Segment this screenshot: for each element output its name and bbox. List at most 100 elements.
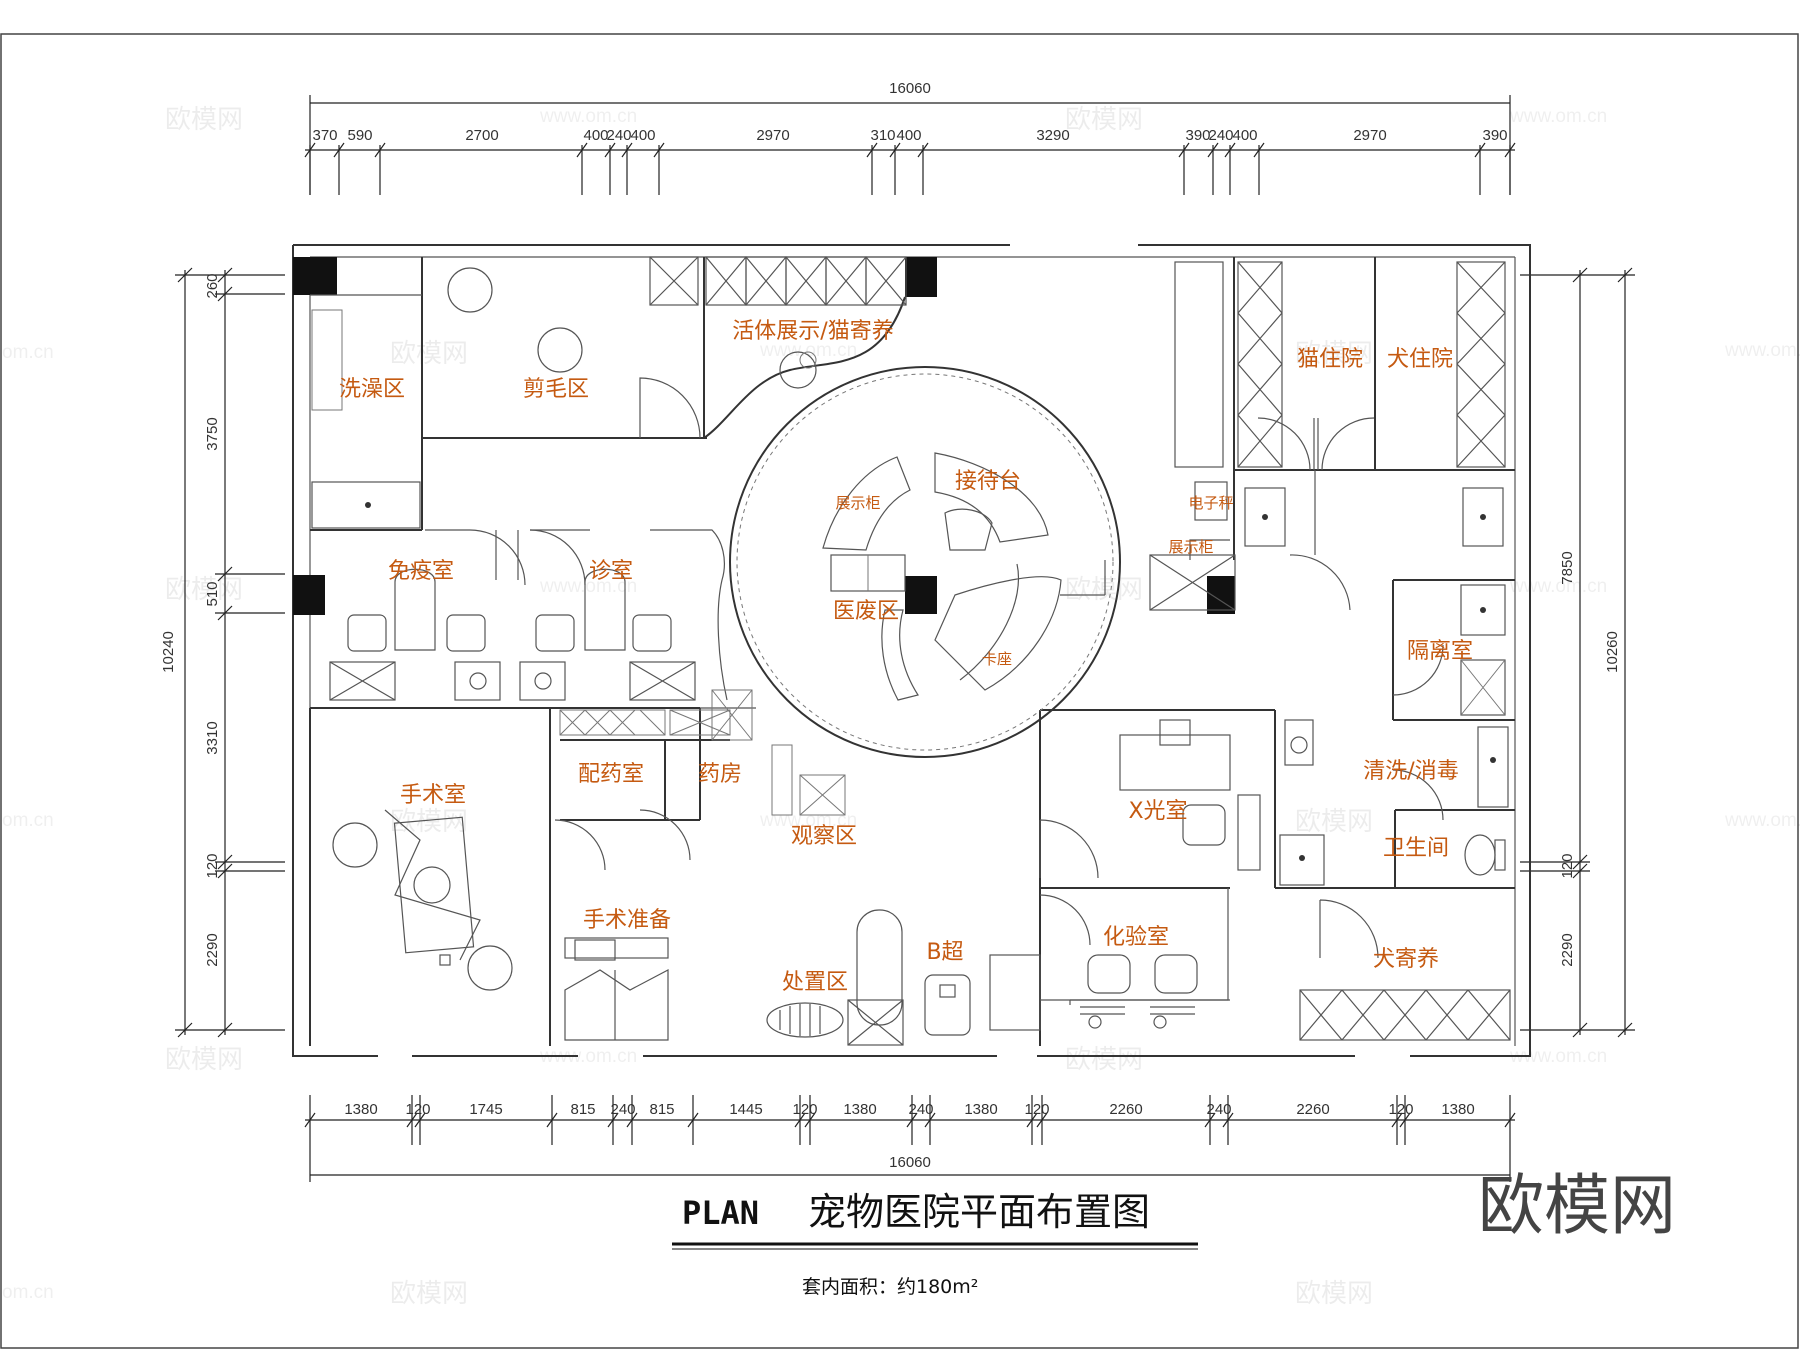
dim-label: 390 xyxy=(1185,127,1210,144)
watermark-url: om.cn xyxy=(2,1282,54,1303)
dim-label: 7850 xyxy=(1559,551,1576,584)
dim-label: 390 xyxy=(1482,127,1507,144)
room-labels: 洗澡区 剪毛区 活体展示/猫寄养 猫住院 犬住院 接待台 展示柜 电子秤 展示柜… xyxy=(339,319,1473,995)
watermark-url: om.cn xyxy=(2,810,54,831)
watermark-url: www.om.cn xyxy=(539,1046,637,1067)
room-label-groom: 剪毛区 xyxy=(523,377,589,402)
dim-label: 2700 xyxy=(465,127,498,144)
watermark-text: 欧模网 xyxy=(165,575,243,605)
dim-label: 2290 xyxy=(1559,933,1576,966)
door-swings xyxy=(469,377,1444,959)
central-rotunda xyxy=(729,366,1121,758)
dim-label: 590 xyxy=(347,127,372,144)
dim-label: 815 xyxy=(570,1101,595,1118)
room-label-display-cabinet-2: 展示柜 xyxy=(1168,538,1213,556)
watermark-text: 欧模网 xyxy=(165,105,243,135)
dim-right-total: 10260 xyxy=(1604,631,1621,673)
dim-label: 1380 xyxy=(843,1101,876,1118)
dim-top-total: 16060 xyxy=(889,80,931,97)
room-label-surgery-prep: 手术准备 xyxy=(583,908,671,933)
dim-label: 400 xyxy=(1232,127,1257,144)
dim-bottom-total: 16060 xyxy=(889,1154,931,1171)
room-label-dog-boarding: 犬寄养 xyxy=(1373,947,1439,972)
dim-label: 240 xyxy=(1206,1101,1231,1118)
room-label-display-cabinet: 展示柜 xyxy=(835,494,880,512)
dim-label: 3750 xyxy=(204,417,221,450)
dim-label: 120 xyxy=(1388,1101,1413,1118)
room-label-xray: X光室 xyxy=(1128,799,1187,824)
room-label-wash: 洗澡区 xyxy=(339,377,405,402)
room-label-dispensing: 配药室 xyxy=(578,762,644,787)
dim-label: 120 xyxy=(204,853,221,878)
watermark-text: 欧模网 xyxy=(1065,105,1143,135)
room-label-lab: 化验室 xyxy=(1103,925,1169,950)
watermark-text: 欧模网 xyxy=(1295,807,1373,837)
watermark-text: 欧模网 xyxy=(390,1279,468,1309)
watermark-url: www.om.cn xyxy=(1509,1046,1607,1067)
dim-label: 510 xyxy=(204,581,221,606)
dim-label: 1380 xyxy=(1441,1101,1474,1118)
dim-label: 240 xyxy=(1208,127,1233,144)
room-label-surgery: 手术室 xyxy=(400,783,466,808)
dim-label: 2970 xyxy=(1353,127,1386,144)
room-label-booth: 卡座 xyxy=(982,650,1012,668)
room-label-observation: 观察区 xyxy=(791,824,857,849)
watermark-url: www.om.cn xyxy=(1509,106,1607,127)
dim-label: 240 xyxy=(908,1101,933,1118)
room-label-waste: 医废区 xyxy=(833,599,899,624)
watermark-layer: 欧模网 www.om.cn 欧模网 www.om.cn om.cn 欧模网 ww… xyxy=(2,105,1800,1309)
dim-label: 400 xyxy=(583,127,608,144)
room-label-reception: 接待台 xyxy=(955,469,1021,494)
room-label-toilet: 卫生间 xyxy=(1383,836,1449,861)
watermark-url: www.om.cn xyxy=(1509,576,1607,597)
room-label-isolation: 隔离室 xyxy=(1407,639,1473,664)
drawing-frame xyxy=(0,33,1799,1349)
dim-label: 370 xyxy=(312,127,337,144)
watermark-url: www.om.cn xyxy=(539,106,637,127)
fixtures xyxy=(311,256,1511,1046)
dimension-lines xyxy=(175,95,1635,1182)
dim-label: 2260 xyxy=(1296,1101,1329,1118)
watermark-url: om.cn xyxy=(2,342,54,363)
room-label-b-ultrasound: B超 xyxy=(926,940,963,965)
dim-label: 120 xyxy=(405,1101,430,1118)
title-block: PLAN 宠物医院平面布置图 套内面积：约180m² xyxy=(672,1190,1198,1298)
dim-label: 310 xyxy=(870,127,895,144)
watermark-text: 欧模网 xyxy=(165,1045,243,1075)
watermark-text: 欧模网 xyxy=(1295,1279,1373,1309)
dim-label: 120 xyxy=(1024,1101,1049,1118)
watermark-url: www.om.cn xyxy=(539,576,637,597)
watermark-url: www.om.cn xyxy=(1724,340,1800,361)
dim-label: 240 xyxy=(606,127,631,144)
area-label: 套内面积：约180m² xyxy=(802,1276,978,1298)
dim-label: 260 xyxy=(204,273,221,298)
watermark-text: 欧模网 xyxy=(1295,339,1373,369)
watermark-text: 欧模网 xyxy=(1065,1045,1143,1075)
dim-label: 400 xyxy=(896,127,921,144)
room-label-display-cat: 活体展示/猫寄养 xyxy=(732,319,893,344)
room-label-scale: 电子秤 xyxy=(1188,494,1233,512)
dim-label: 1380 xyxy=(964,1101,997,1118)
dim-label: 2260 xyxy=(1109,1101,1142,1118)
plan-label: PLAN xyxy=(682,1194,759,1232)
dim-label: 1745 xyxy=(469,1101,502,1118)
dim-label: 815 xyxy=(649,1101,674,1118)
watermark-text: 欧模网 xyxy=(1065,575,1143,605)
dim-label: 1445 xyxy=(729,1101,762,1118)
dim-label: 120 xyxy=(792,1101,817,1118)
room-label-vaccine: 免疫室 xyxy=(388,559,454,584)
dim-left-total: 10240 xyxy=(160,631,177,673)
room-label-dog-ward: 犬住院 xyxy=(1387,347,1453,372)
dim-label: 2970 xyxy=(756,127,789,144)
room-label-pharmacy: 药房 xyxy=(698,762,742,787)
room-label-treatment: 处置区 xyxy=(782,970,848,995)
dim-label: 240 xyxy=(610,1101,635,1118)
dim-label: 120 xyxy=(1559,853,1576,878)
dim-label: 400 xyxy=(630,127,655,144)
dim-label: 3310 xyxy=(204,721,221,754)
watermark-url: www.om.cn xyxy=(759,340,857,361)
dim-label: 1380 xyxy=(344,1101,377,1118)
dim-label: 3290 xyxy=(1036,127,1069,144)
plan-title: 宠物医院平面布置图 xyxy=(808,1190,1150,1234)
